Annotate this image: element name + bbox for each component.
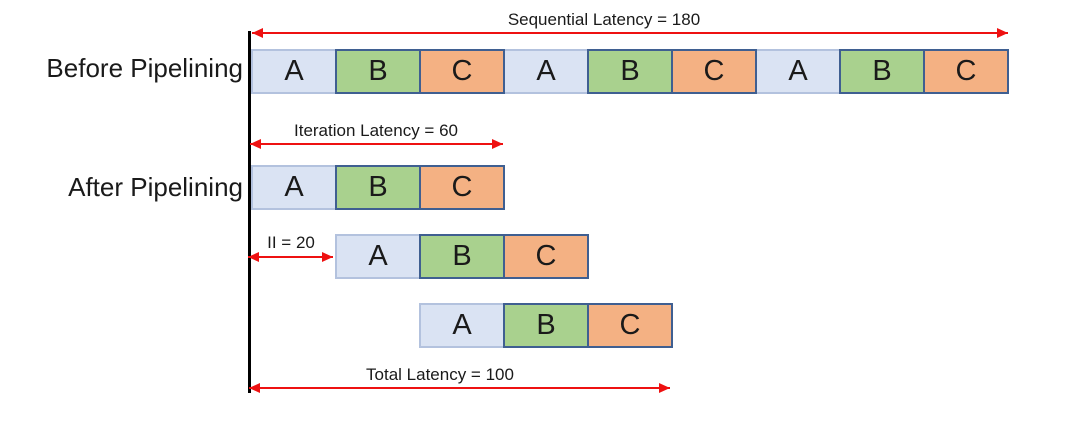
task-block-c: C <box>671 49 757 94</box>
task-block-c: C <box>923 49 1009 94</box>
task-block-a: A <box>503 49 589 94</box>
timeline-axis <box>248 31 251 393</box>
task-block-a: A <box>251 49 337 94</box>
task-block-a: A <box>419 303 505 348</box>
after-pipelining-row-1: A B C <box>251 165 505 210</box>
task-block-c: C <box>503 234 589 279</box>
task-block-b: B <box>587 49 673 94</box>
sequential-latency-arrow <box>252 28 1008 38</box>
task-block-c: C <box>419 49 505 94</box>
initiation-interval-caption: II = 20 <box>267 233 315 252</box>
task-block-a: A <box>755 49 841 94</box>
task-block-a: A <box>335 234 421 279</box>
task-block-b: B <box>839 49 925 94</box>
task-block-b: B <box>419 234 505 279</box>
initiation-interval-arrow <box>248 252 333 262</box>
iteration-latency-arrow <box>250 139 503 149</box>
before-pipelining-row: A B C A B C A B C <box>251 49 1009 94</box>
after-pipelining-label: After Pipelining <box>68 172 243 202</box>
task-block-a: A <box>251 165 337 210</box>
task-block-c: C <box>587 303 673 348</box>
task-block-b: B <box>335 49 421 94</box>
task-block-b: B <box>503 303 589 348</box>
after-pipelining-row-2: A B C <box>335 234 589 279</box>
task-block-c: C <box>419 165 505 210</box>
total-latency-caption: Total Latency = 100 <box>366 365 514 384</box>
sequential-latency-caption: Sequential Latency = 180 <box>507 10 701 29</box>
task-block-b: B <box>335 165 421 210</box>
iteration-latency-caption: Iteration Latency = 60 <box>294 121 458 140</box>
total-latency-arrow <box>249 383 670 393</box>
after-pipelining-row-3: A B C <box>419 303 673 348</box>
before-pipelining-label: Before Pipelining <box>46 53 243 83</box>
